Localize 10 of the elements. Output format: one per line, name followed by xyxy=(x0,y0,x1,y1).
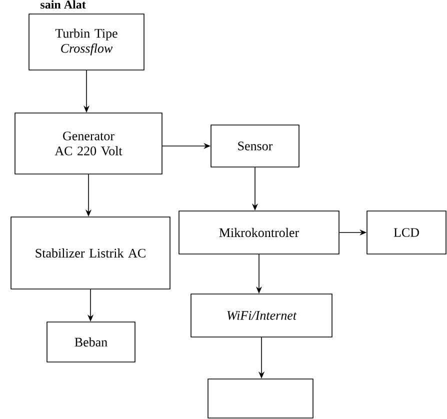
stabilizer-box: Stabilizer Listrik AC xyxy=(10,216,170,290)
heading: sain Alat xyxy=(40,0,86,9)
box-shape xyxy=(208,378,314,418)
microcontroller-box: Mikrokontroler xyxy=(178,210,340,254)
load-box: Beban xyxy=(46,322,136,362)
wifi-box: WiFi/Internet xyxy=(190,294,332,338)
sensor-box: Sensor xyxy=(210,124,300,168)
generator-box: Generator AC 220 Volt xyxy=(14,112,162,174)
lcd-box: LCD xyxy=(366,210,446,254)
turbine-box: Turbin Tipe Crossflow xyxy=(28,14,144,70)
